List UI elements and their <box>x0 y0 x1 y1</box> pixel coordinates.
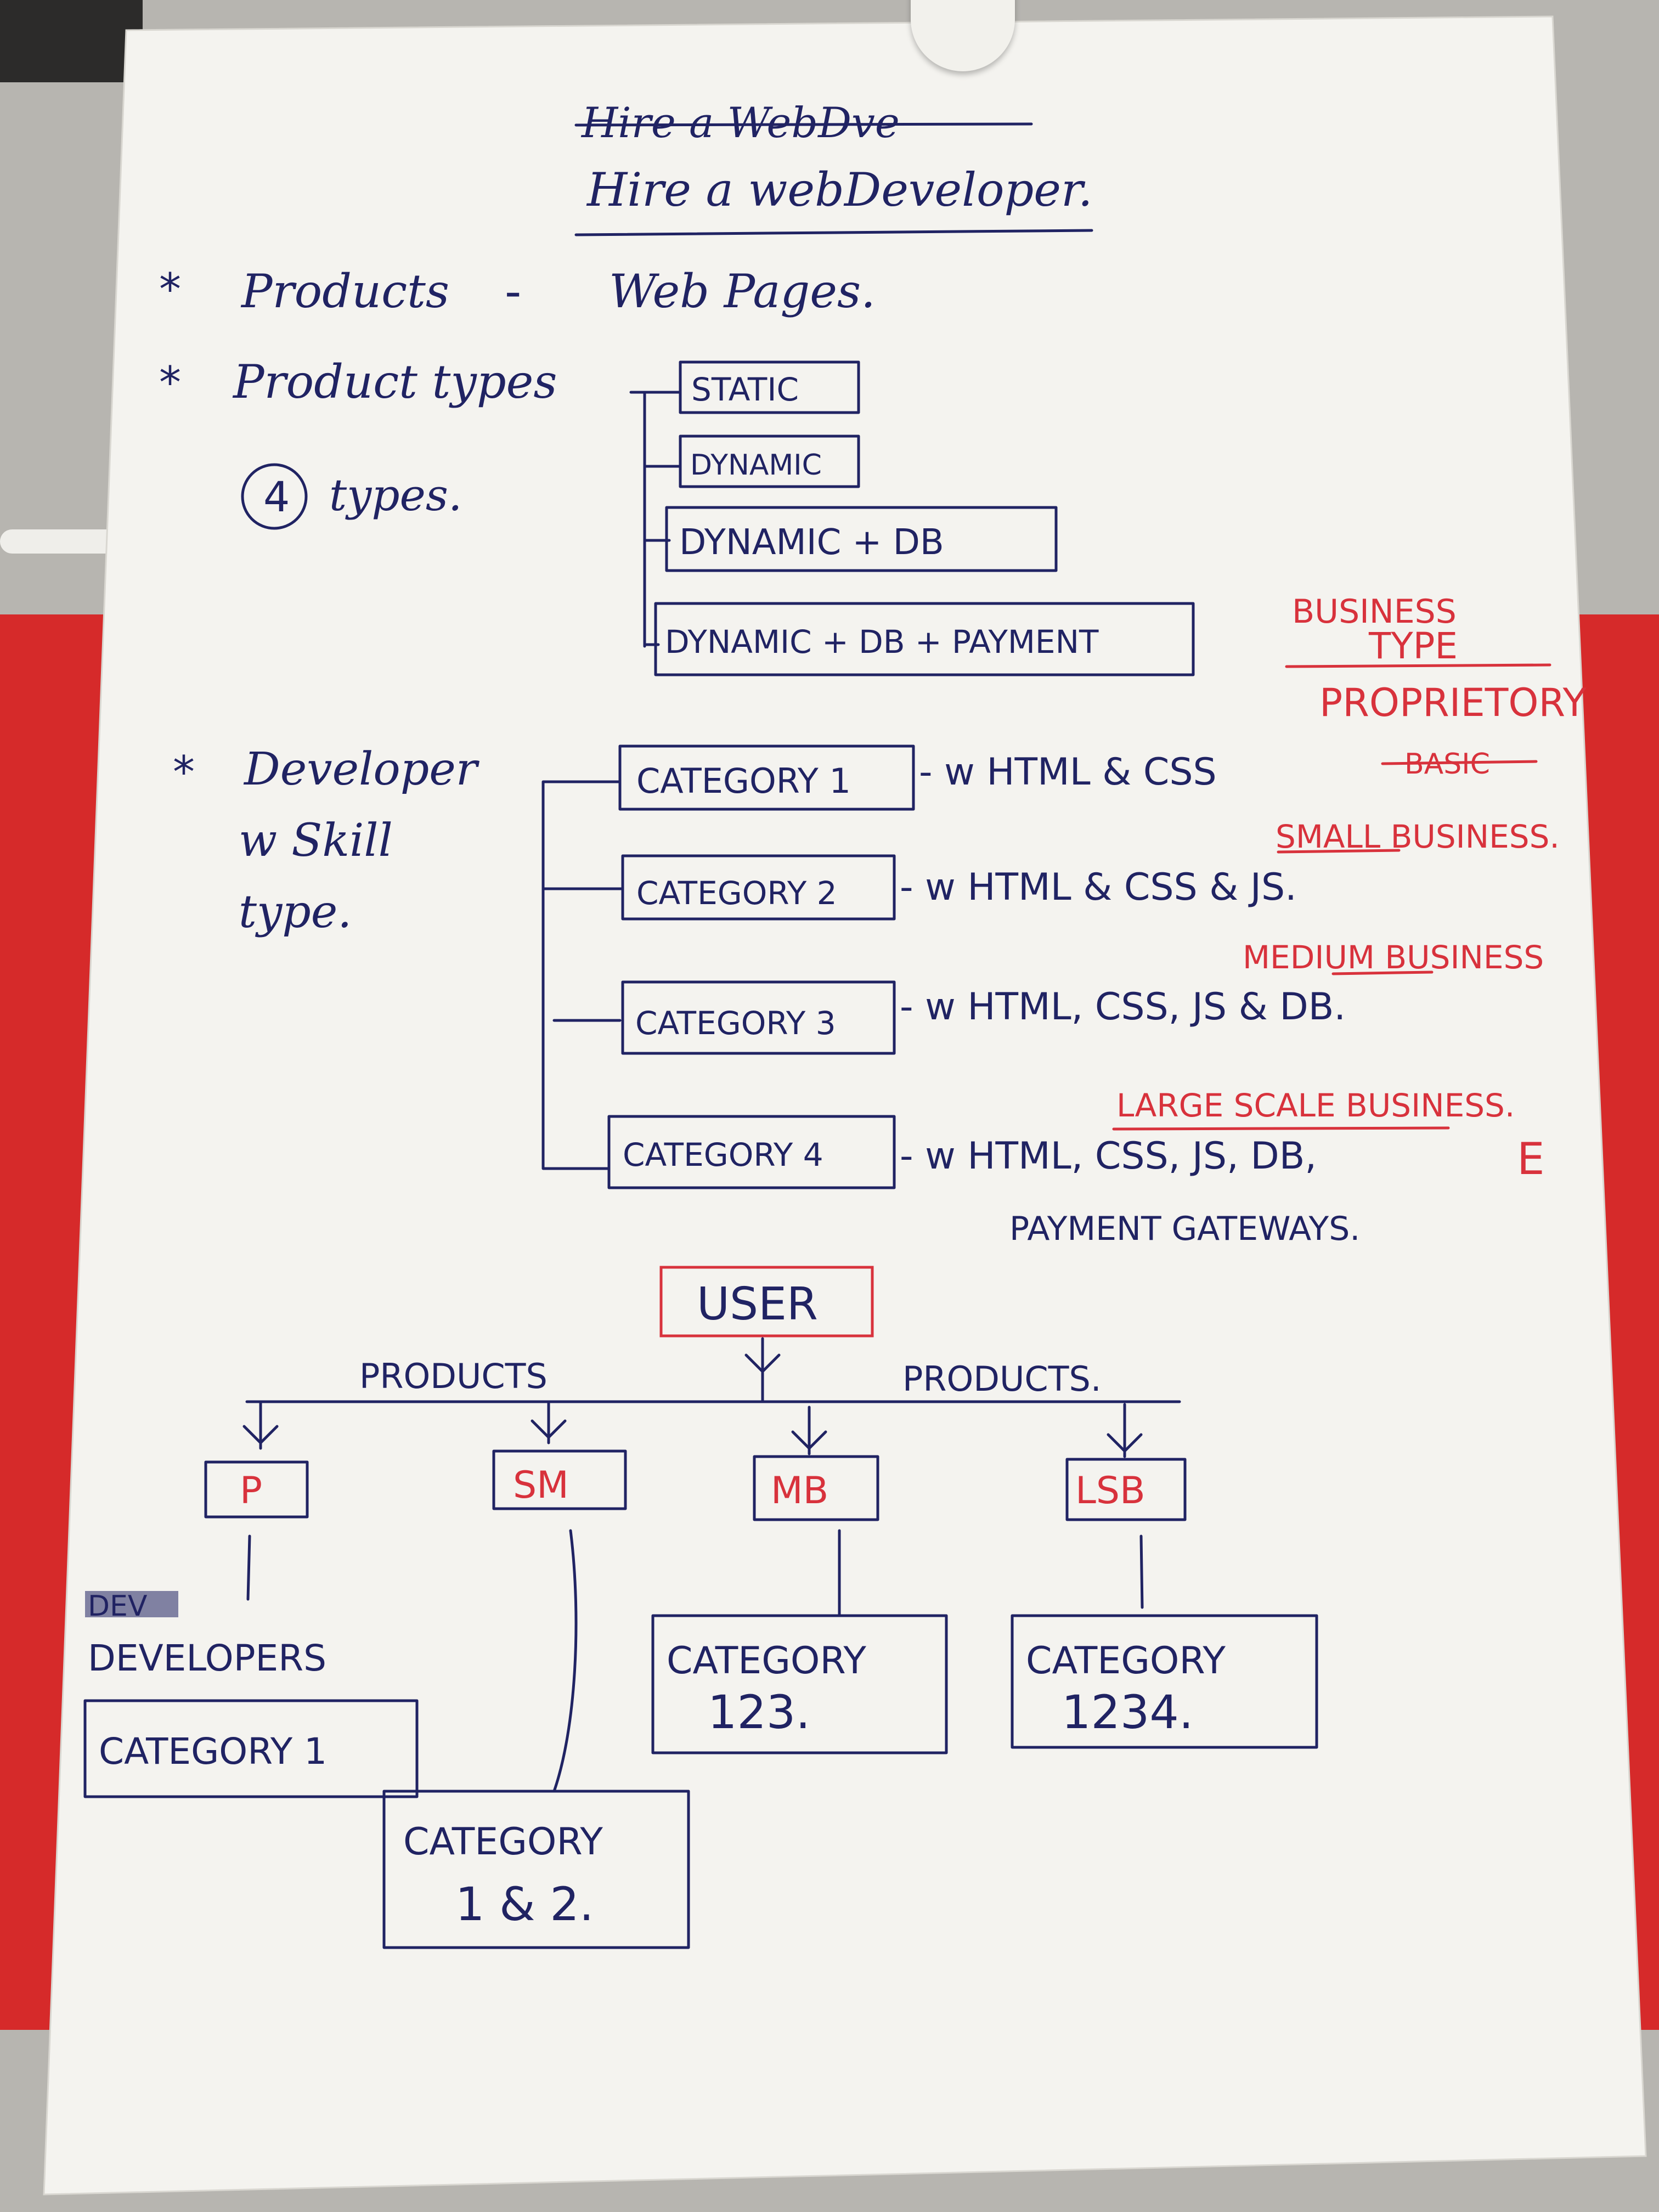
node-p-box <box>204 1460 309 1519</box>
p-category-box <box>83 1699 419 1798</box>
business-type-heading: BUSINESS TYPE <box>1285 592 1551 668</box>
products-dash: - <box>505 264 521 318</box>
mb-category-box <box>651 1614 948 1754</box>
arrow-to-lsb <box>1107 1403 1143 1458</box>
category-1-skills: - w HTML & CSS <box>919 751 1217 794</box>
category-4-skills: - w HTML, CSS, JS, DB, <box>900 1135 1317 1178</box>
category-3-label: CATEGORY 3 <box>635 1005 836 1042</box>
products-left-label: PRODUCTS <box>359 1356 548 1396</box>
lsb-category-box <box>1011 1614 1318 1749</box>
arrow-to-mb <box>791 1406 827 1455</box>
category-4-extra: E <box>1517 1133 1545 1184</box>
lsb-category-line2: 1234. <box>1062 1685 1193 1739</box>
arrow-to-p <box>242 1400 279 1450</box>
developer-bullet: * <box>173 747 195 798</box>
product-types-connector <box>629 391 682 648</box>
products-right-label: PRODUCTS. <box>902 1359 1102 1399</box>
developer-label-line3: type. <box>239 886 352 938</box>
category-3-underline <box>1331 970 1434 975</box>
product-types-label: Product types <box>232 355 557 409</box>
type-box-static <box>679 360 860 414</box>
node-mb-code: MB <box>771 1469 828 1513</box>
category-4-underline <box>1112 1126 1450 1131</box>
type-label-dynamic-db: DYNAMIC + DB <box>679 522 944 563</box>
category-4-skills-line2: PAYMENT GATEWAYS. <box>1009 1210 1360 1248</box>
category-1-label: CATEGORY 1 <box>636 761 851 801</box>
sm-category-line2: 1 & 2. <box>455 1877 594 1931</box>
paper-surface <box>43 15 1647 2196</box>
sm-category-box <box>382 1790 690 1949</box>
type-count-circle <box>241 463 308 530</box>
category-4-label: CATEGORY 4 <box>623 1136 823 1173</box>
category-3-business: MEDIUM BUSINESS <box>1243 939 1544 976</box>
products-value: Web Pages. <box>609 264 876 318</box>
user-down-arrow <box>744 1337 781 1403</box>
title-underline <box>574 229 1093 236</box>
type-label-dynamic-db-payment: DYNAMIC + DB + PAYMENT <box>665 623 1099 661</box>
developer-connector <box>541 780 624 1170</box>
node-lsb-code: LSB <box>1075 1469 1146 1513</box>
category-2-label: CATEGORY 2 <box>636 874 837 912</box>
node-sm-box <box>492 1449 627 1510</box>
business-heading-underline <box>1285 663 1551 668</box>
dark-background-corner <box>0 0 143 82</box>
p-branch-line <box>246 1534 251 1601</box>
type-box-dynamic-db-payment <box>654 602 1195 676</box>
mb-category-line2: 123. <box>708 1685 810 1739</box>
type-label-static: STATIC <box>691 371 799 408</box>
sm-branch-line <box>552 1529 578 1793</box>
category-3-box <box>621 980 896 1055</box>
category-1-strikethrough <box>1381 760 1538 765</box>
node-p-code: P <box>240 1469 262 1513</box>
developer-section: * Developer w Skill type. CATEGORY 1 - w… <box>173 680 1587 1248</box>
products-row: * Products - Web Pages. <box>159 264 876 318</box>
category-2-business: SMALL BUSINESS. <box>1276 818 1560 855</box>
business-heading-line2: TYPE <box>1368 625 1458 667</box>
category-2-skills: - w HTML & CSS & JS. <box>900 866 1297 909</box>
user-label: USER <box>697 1278 818 1330</box>
category-4-business: LARGE SCALE BUSINESS. <box>1116 1087 1515 1124</box>
node-sm-code: SM <box>513 1464 569 1507</box>
node-mb-box <box>753 1455 879 1521</box>
business-heading-line1: BUSINESS <box>1292 592 1457 631</box>
p-category-label: CATEGORY 1 <box>99 1730 327 1773</box>
node-lsb-box <box>1065 1458 1187 1521</box>
products-bullet: * <box>159 264 181 315</box>
arrow-to-sm <box>531 1400 567 1444</box>
category-2-underline <box>1277 849 1401 854</box>
lsb-category-line1: CATEGORY <box>1026 1639 1226 1683</box>
products-label: Products <box>240 264 449 318</box>
sm-category-line1: CATEGORY <box>403 1820 603 1864</box>
title-block: Hire a WebDve Hire a webDeveloper. <box>574 98 1093 236</box>
category-3-skills: - w HTML, CSS, JS & DB. <box>900 985 1346 1029</box>
product-types-bullet: * <box>159 357 181 408</box>
category-2-box <box>621 854 896 921</box>
title-struck: Hire a WebDve <box>580 98 900 147</box>
category-1-business: PROPRIETORY <box>1319 680 1587 725</box>
product-types-section: * Product types 4 types. STATIC DYNAMIC … <box>159 355 1195 676</box>
developer-label-line1: Developer <box>243 743 480 795</box>
user-flow: USER PRODUCTS PRODUCTS. P SM MB LSB DEV … <box>83 1266 1318 1949</box>
p-developers-label: DEVELOPERS <box>88 1637 326 1679</box>
user-box <box>659 1266 874 1338</box>
type-count-number: 4 <box>263 472 290 521</box>
type-box-dynamic <box>679 435 860 488</box>
p-struck-scribble <box>85 1591 178 1617</box>
mb-category-line1: CATEGORY <box>667 1639 866 1683</box>
title-main: Hire a webDeveloper. <box>586 163 1093 217</box>
lsb-branch-line <box>1139 1534 1144 1609</box>
type-count-label: types. <box>329 470 462 521</box>
type-label-dynamic: DYNAMIC <box>690 449 822 482</box>
type-box-dynamic-db <box>665 506 1058 572</box>
category-4-box <box>607 1115 896 1189</box>
category-1-box <box>618 744 915 811</box>
developer-label-line2: w Skill <box>239 815 393 867</box>
title-strikethrough <box>574 122 1033 127</box>
